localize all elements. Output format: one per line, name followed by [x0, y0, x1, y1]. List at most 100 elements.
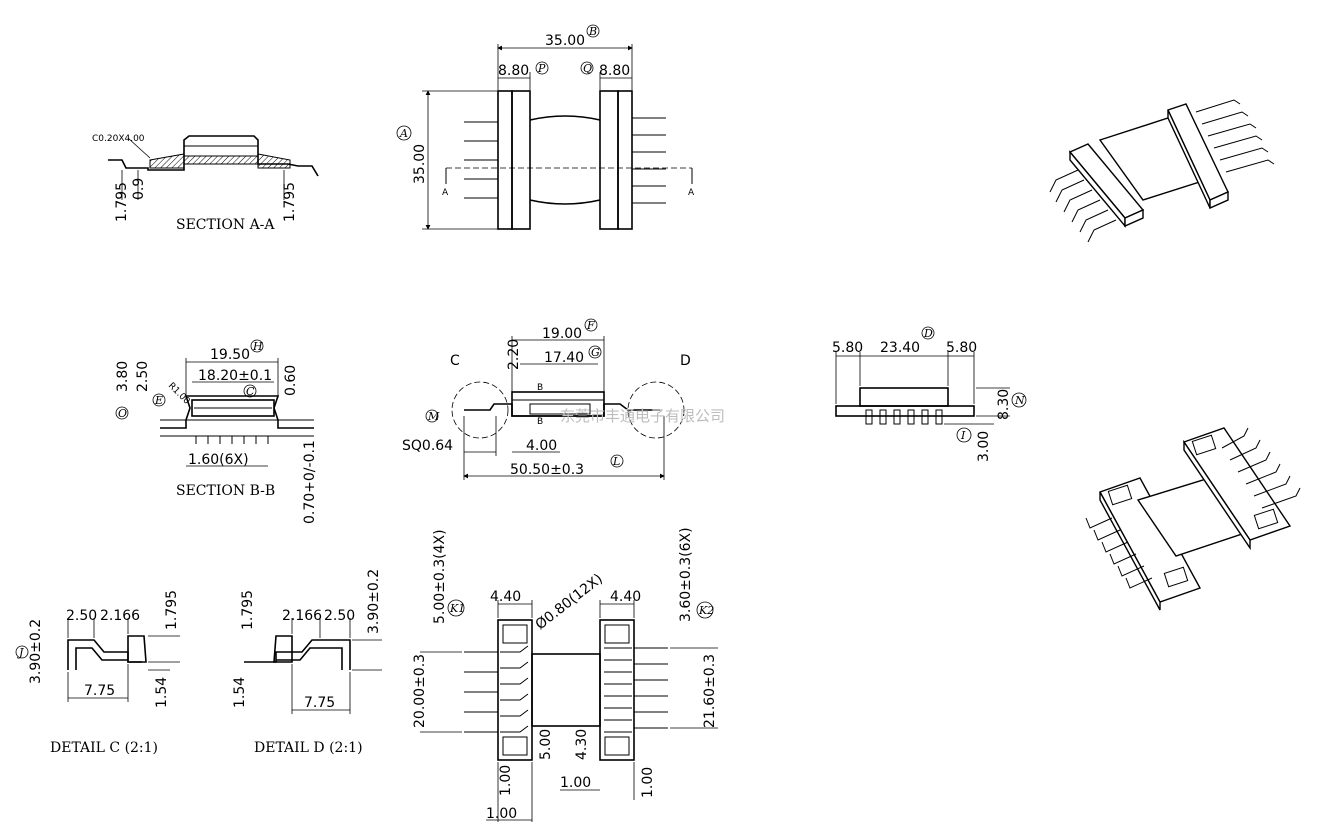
mark-b: B — [588, 25, 597, 38]
detail-c-775: 7.75 — [84, 683, 115, 699]
dim-500: 5.00 — [538, 729, 554, 760]
dim-left-width: 4.40 — [490, 589, 521, 605]
detail-c-1795: 1.795 — [164, 590, 180, 630]
dim-220: 2.20 — [506, 339, 522, 370]
bottom-view-left-traces — [500, 645, 529, 733]
section-b-b: 19.50 H 18.20±0.1 C 3.80 2.50 R1.00 0.60… — [115, 339, 318, 524]
detail-d: 1.795 2.166 2.50 3.90±0.2 7.75 1.54 DETA… — [232, 569, 382, 756]
mark-f: F — [586, 319, 595, 332]
detail-d-1795: 1.795 — [240, 590, 256, 630]
section-a-a-hatch-right — [257, 153, 291, 169]
dim-1795-left: 1.795 — [114, 182, 130, 222]
dim-430: 4.30 — [574, 729, 590, 760]
mark-k2: K2 — [698, 604, 714, 617]
mark-j: J — [17, 646, 24, 659]
mark-q: Q — [583, 62, 592, 75]
dim-1795-right: 1.795 — [282, 182, 298, 222]
iso-top-pins-right — [1195, 99, 1275, 173]
section-a-a: C0.20X4.00 1.795 0.9 1.795 SECTION A-A — [92, 134, 319, 233]
dim-pin-thickness: 0.70+0/-0.1 — [302, 440, 318, 524]
dim-1900: 19.00 — [542, 326, 582, 342]
bottom-view: 5.00±0.3(4X) K1 4.40 Ø0.80(12X) 4.40 3.6… — [412, 527, 718, 822]
iso-bottom-pins-right — [1221, 427, 1301, 509]
callout-d: D — [680, 353, 691, 369]
iso-top-pins-left — [1049, 169, 1117, 243]
iso-bottom-pins-left — [1085, 517, 1153, 589]
watermark: 东莞市丰通电子有限公司 — [560, 407, 725, 425]
mark-h: H — [252, 340, 263, 353]
dim-right-width: 4.40 — [610, 589, 641, 605]
dim-5050: 50.50±0.3 — [510, 462, 584, 478]
dim-pitch: 1.60(6X) — [188, 452, 249, 468]
bottom-view-right-traces — [604, 647, 632, 733]
side-view: C D B B 19.00 F 17.40 G 2.20 M SQ0.64 4.… — [402, 318, 691, 480]
section-a-a-hatch-left — [149, 153, 185, 169]
detail-d-390: 3.90±0.2 — [366, 569, 382, 634]
dim-100-c: 1.00 — [640, 767, 656, 798]
top-view-core — [529, 115, 601, 205]
dim-k1: 5.00±0.3(4X) — [432, 529, 448, 624]
dim-width-35: 35.00 — [545, 33, 585, 49]
detail-c-title: DETAIL C (2:1) — [50, 740, 158, 756]
dim-100-a: 1.00 — [498, 765, 514, 796]
section-b-b-title: SECTION B-B — [176, 483, 275, 499]
section-mark-right: A — [688, 188, 695, 198]
section-a-a-hatch-core — [183, 155, 259, 165]
callout-c: C — [450, 353, 460, 369]
dim-1740: 17.40 — [544, 350, 584, 366]
dim-sq064: SQ0.64 — [402, 438, 453, 454]
dim-1950: 19.50 — [210, 347, 250, 363]
section-b-b-pins — [195, 436, 269, 444]
dim-height-35: 35.00 — [412, 144, 428, 184]
mark-n: N — [1014, 394, 1025, 407]
detail-d-154: 1.54 — [232, 677, 248, 708]
mark-g: G — [591, 346, 600, 359]
top-view-pins-right — [632, 117, 666, 204]
detail-c-154: 1.54 — [154, 677, 170, 708]
chamfer-label: C0.20X4.00 — [92, 134, 145, 144]
detail-c-250: 2.50 — [66, 608, 97, 624]
dim-400: 4.00 — [526, 438, 557, 454]
section-a-a-profile — [108, 135, 319, 177]
detail-d-250: 2.50 — [324, 608, 355, 624]
dim-2160: 21.60±0.3 — [702, 654, 718, 728]
iso-view-top — [1049, 99, 1275, 243]
dim-hole: Ø0.80(12X) — [533, 571, 606, 633]
dim-100-d: 1.00 — [486, 806, 517, 822]
mark-c: C — [246, 385, 255, 398]
detail-d-callout — [627, 381, 685, 439]
end-view: 5.80 23.40 D 5.80 8.30 N 3.00 I — [832, 326, 1027, 462]
mark-k1: K1 — [449, 602, 465, 615]
detail-c: 2.50 2.166 1.795 3.90±0.2 J 7.75 1.54 DE… — [15, 590, 180, 756]
dim-2000: 20.00±0.3 — [412, 654, 428, 728]
mark-i: I — [960, 429, 966, 442]
section-a-a-title: SECTION A-A — [176, 217, 275, 233]
detail-c-390: 3.90±0.2 — [28, 619, 44, 684]
dim-09: 0.9 — [131, 178, 147, 200]
mark-d: D — [923, 327, 933, 340]
dim-k2: 3.60±0.3(6X) — [678, 527, 694, 622]
mark-m: M — [427, 410, 440, 423]
detail-d-2166: 2.166 — [282, 608, 322, 624]
dim-100-b: 1.00 — [560, 775, 591, 791]
mark-e: E — [154, 394, 163, 407]
dim-300: 3.00 — [976, 431, 992, 462]
top-view-pins-left — [464, 121, 498, 199]
top-view: A A 35.00 B 8.80 P Q 8.80 35.00 A — [396, 24, 695, 230]
callout-b2: B — [537, 417, 543, 427]
detail-c-2166: 2.166 — [100, 608, 140, 624]
dim-2340: 23.40 — [880, 340, 920, 356]
dim-right-flange: 8.80 — [599, 63, 630, 79]
dim-left-flange: 8.80 — [498, 63, 529, 79]
dim-060: 0.60 — [283, 365, 299, 396]
mark-o: O — [118, 407, 127, 420]
mark-p: P — [537, 62, 546, 75]
dim-r100: R1.00 — [166, 381, 192, 407]
dim-830: 8.30 — [996, 389, 1012, 420]
dim-380: 3.80 — [115, 361, 131, 392]
dim-250: 2.50 — [135, 361, 151, 392]
end-view-pins — [865, 409, 943, 425]
dim-1820: 18.20±0.1 — [198, 368, 272, 384]
